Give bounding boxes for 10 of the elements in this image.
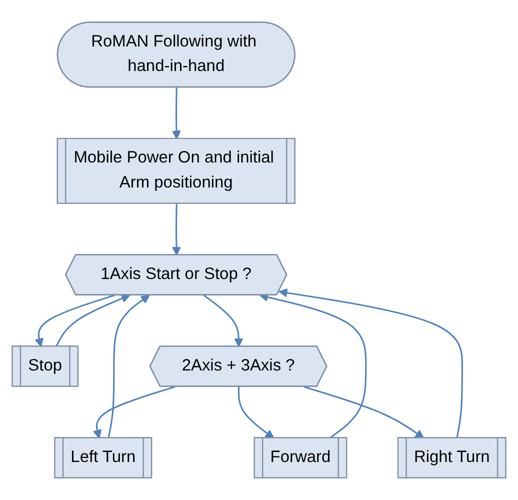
arrow <box>203 294 244 348</box>
arrow <box>172 88 181 140</box>
arrow <box>92 386 176 439</box>
arrow <box>108 294 150 438</box>
arrow <box>278 288 463 438</box>
arrow <box>172 204 181 256</box>
arrow <box>304 386 424 439</box>
arrow <box>56 294 130 347</box>
arrow <box>34 294 115 348</box>
arrow <box>238 386 274 439</box>
